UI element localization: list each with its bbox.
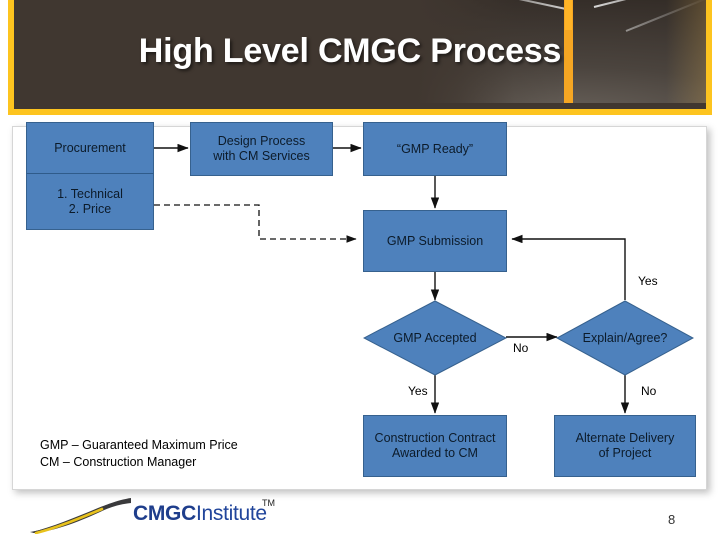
node-explain-agree-label: Explain/Agree? [582, 331, 668, 345]
slide-header-banner: High Level CMGC Process [8, 0, 712, 115]
node-gmp-accepted-label: GMP Accepted [393, 331, 477, 345]
logo-brand-bold: CMGC [133, 502, 196, 525]
node-procurement-criteria-label: 1. Technical 2. Price [57, 186, 123, 216]
cmgc-institute-logo: CMGCInstitute TM [28, 496, 275, 536]
edge-label-accepted-no: No [513, 341, 529, 355]
node-alternate-delivery[interactable]: Alternate Delivery of Project [554, 415, 696, 477]
node-procurement[interactable]: Procurement [26, 122, 154, 174]
node-design-process-label: Design Process with CM Services [213, 134, 310, 163]
edge-label-accepted-yes: Yes [408, 384, 428, 398]
node-explain-agree[interactable]: Explain/Agree? [556, 300, 694, 376]
legend-cm: CM – Construction Manager [40, 455, 197, 469]
node-gmp-submission[interactable]: GMP Submission [363, 210, 507, 272]
road-shoulder-glow [666, 0, 706, 103]
node-gmp-ready-label: “GMP Ready” [396, 141, 474, 156]
highway-photo [416, 0, 706, 103]
page-title: High Level CMGC Process [138, 32, 562, 70]
logo-wordmark: CMGCInstitute [133, 502, 267, 526]
node-gmp-ready[interactable]: “GMP Ready” [363, 122, 507, 176]
road-swoosh-icon [30, 498, 131, 534]
node-gmp-submission-label: GMP Submission [386, 233, 484, 248]
node-procurement-criteria[interactable]: 1. Technical 2. Price [26, 174, 154, 230]
node-construction-contract[interactable]: Construction Contract Awarded to CM [363, 415, 507, 477]
legend-gmp: GMP – Guaranteed Maximum Price [40, 438, 238, 452]
edge-label-explain-yes: Yes [638, 274, 658, 288]
node-design-process[interactable]: Design Process with CM Services [190, 122, 333, 176]
logo-brand-regular: Institute [195, 502, 267, 525]
page-number: 8 [668, 512, 676, 527]
node-alternate-delivery-label: Alternate Delivery of Project [575, 431, 675, 460]
edge-label-explain-no: No [641, 384, 657, 398]
trademark-symbol: TM [262, 498, 275, 508]
node-procurement-label: Procurement [54, 140, 126, 155]
node-construction-contract-label: Construction Contract Awarded to CM [374, 431, 496, 460]
node-gmp-accepted[interactable]: GMP Accepted [363, 300, 507, 376]
